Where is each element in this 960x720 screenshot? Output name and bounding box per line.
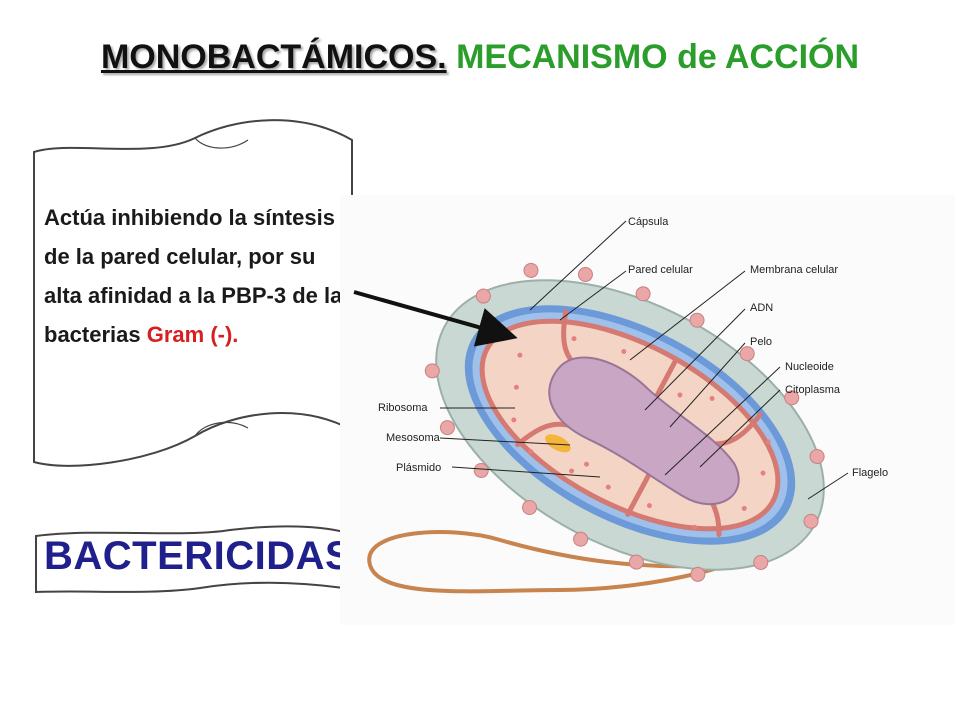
mechanism-description: Actúa inhibiendo la síntesis de la pared…: [44, 198, 344, 354]
bactericidal-label: BACTERICIDAS: [44, 534, 353, 578]
nucleoid: [548, 356, 740, 506]
label-pelo: Pelo: [750, 336, 772, 348]
plasmid: [545, 434, 571, 453]
label-plasmido: Plásmido: [396, 462, 441, 474]
label-capsula: Cápsula: [628, 216, 669, 228]
mechanism-text: Actúa inhibiendo la síntesis de la pared…: [44, 205, 343, 347]
label-citoplasma: Citoplasma: [785, 384, 841, 396]
banner-shape: [35, 525, 345, 594]
bacterial-cell-diagram: Cápsula Pared celular Membrana celular A…: [340, 195, 955, 625]
label-membrana-celular: Membrana celular: [750, 264, 838, 276]
label-flagelo: Flagelo: [852, 467, 888, 479]
label-adn: ADN: [750, 302, 773, 314]
gram-negative-highlight: Gram (-).: [146, 322, 239, 347]
title-main: MONOBACTÁMICOS.: [100, 38, 447, 76]
title-sub: MECANISMO de ACCIÓN: [456, 38, 860, 76]
label-pared-celular: Pared celular: [628, 264, 693, 276]
label-nucleoide: Nucleoide: [785, 361, 834, 373]
slide-title: MONOBACTÁMICOS. MECANISMO de ACCIÓN: [0, 38, 960, 77]
label-mesosoma: Mesosoma: [386, 432, 441, 444]
label-ribosoma: Ribosoma: [378, 402, 428, 414]
